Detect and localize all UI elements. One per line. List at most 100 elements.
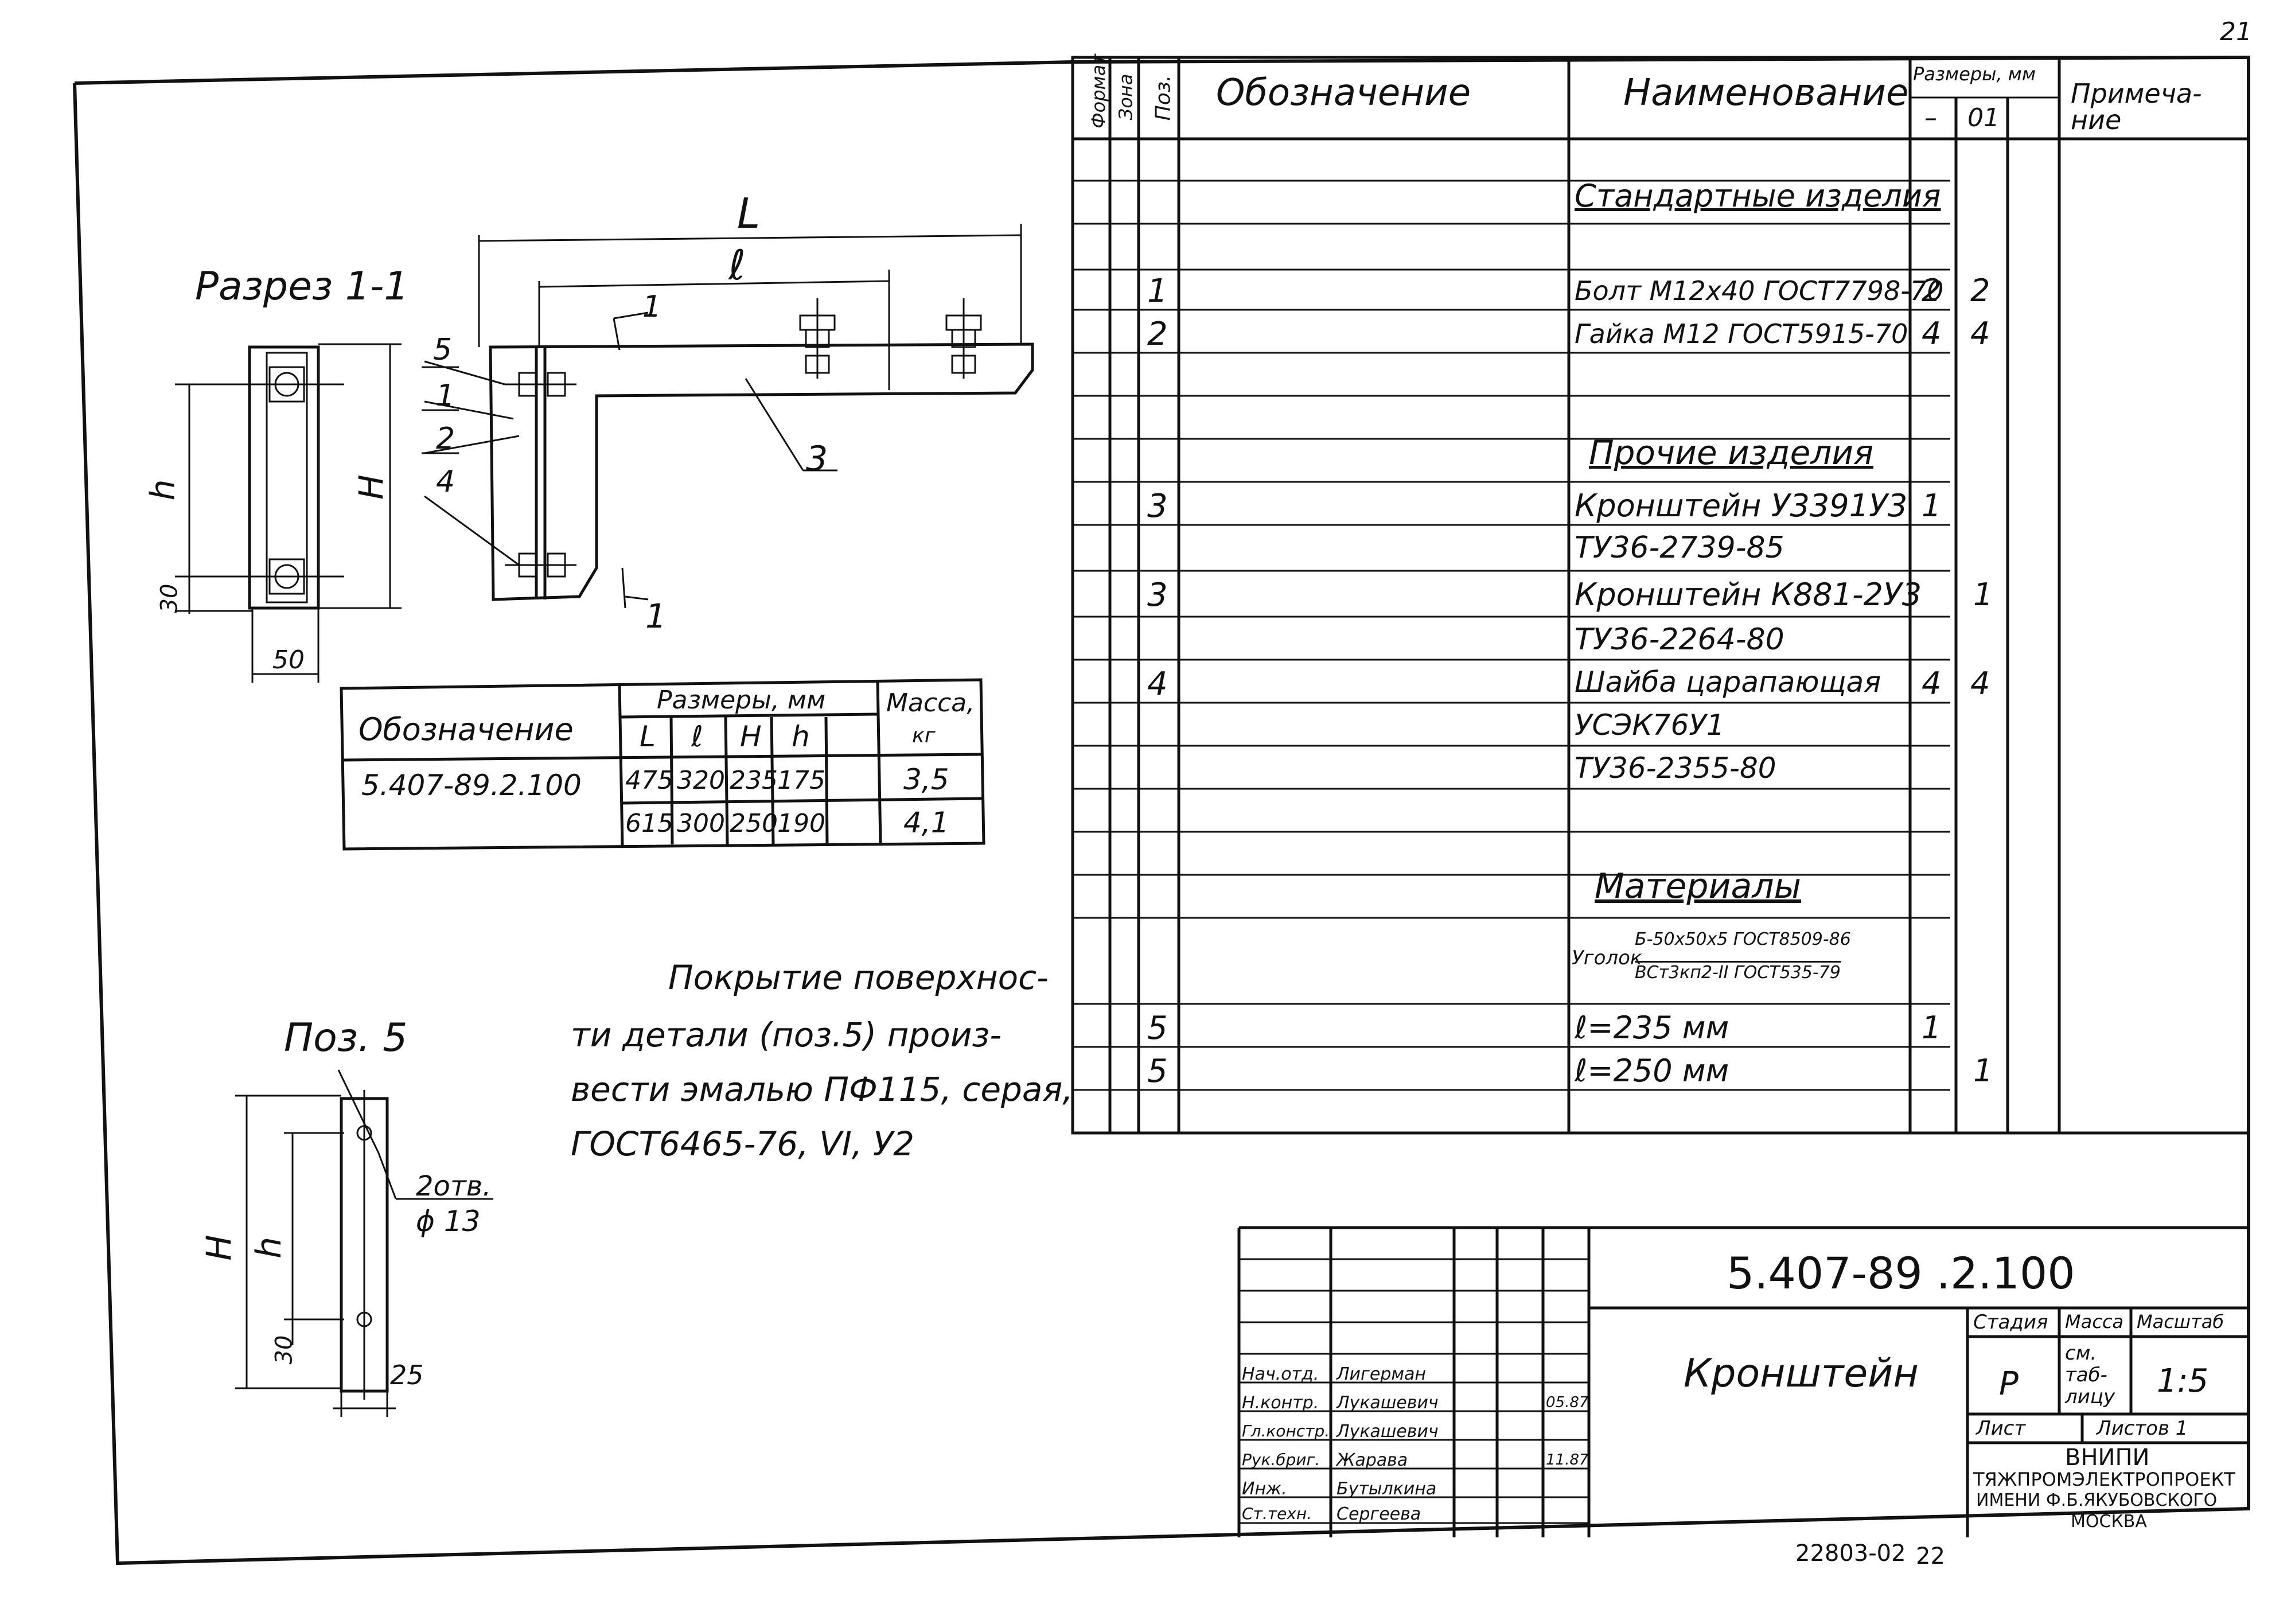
dim-30-section: 30 <box>156 583 183 613</box>
staff-name: Сергеева <box>1337 1504 1421 1524</box>
spec-row-qty-b: 4 <box>1970 665 1990 702</box>
dim-h-section: h <box>143 479 182 501</box>
spec-head-dash: – <box>1924 103 1937 133</box>
spec-head-note: Примеча-ние <box>2071 78 2202 135</box>
spec-row-pos: 1 <box>1147 272 1168 310</box>
tb-sheets-label: Листов 1 <box>2097 1417 2188 1440</box>
staff-role: Ст.техн. <box>1242 1504 1312 1523</box>
note-line-1: Покрытие поверхнос- <box>668 958 1049 997</box>
pos5-label: Поз. 5 <box>284 1015 408 1061</box>
tb-stage-label: Стадия <box>1973 1311 2048 1334</box>
drawing-code: 5.407-89 .2.100 <box>1727 1248 2075 1299</box>
spec-row-qty-b: 1 <box>1973 577 1993 613</box>
tb-org-3: ИМЕНИ Ф.Б.ЯКУБОВСКОГО <box>1976 1490 2218 1510</box>
size-col-h: h <box>792 720 810 753</box>
callout-3: 3 <box>806 439 828 479</box>
dim-L: L <box>737 189 761 237</box>
size-row2-h: 190 <box>777 809 825 838</box>
staff-date: 11.87 <box>1546 1451 1589 1469</box>
spec-material-prefix: Уголок <box>1572 947 1642 969</box>
staff-name: Лукашевич <box>1337 1393 1439 1413</box>
spec-row-qty-a: 1 <box>1922 488 1942 524</box>
drawing-title: Кронштейн <box>1684 1351 1919 1396</box>
dim-H-pos5: H <box>199 1234 240 1261</box>
dim-l: ℓ <box>728 241 746 289</box>
spec-row-name: Шайба царапающая <box>1575 665 1881 699</box>
spec-row-name: Болт М12х40 ГОСТ7798-70 <box>1575 275 1944 306</box>
spec-material-top: Б-50х50х5 ГОСТ8509-86 <box>1635 929 1851 949</box>
spec-row-name: ТУ36-2355-80 <box>1575 751 1776 785</box>
spec-heading-standard: Стандартные изделия <box>1575 178 1941 214</box>
spec-row-pos: 5 <box>1147 1010 1168 1047</box>
spec-row-pos: 4 <box>1147 665 1168 703</box>
spec-row-qty-a: 4 <box>1922 665 1942 702</box>
size-table-head-mass: Масса, <box>886 688 975 718</box>
dim-50-section: 50 <box>272 645 305 675</box>
size-table-head-mass-unit: кг <box>912 724 936 747</box>
spec-row-name: ТУ36-2739-85 <box>1575 531 1784 565</box>
tb-scale-label: Масштаб <box>2137 1311 2224 1333</box>
spec-row-name: Гайка М12 ГОСТ5915-70 <box>1575 318 1908 349</box>
callout-4: 4 <box>436 465 455 499</box>
hole-diameter: ϕ 13 <box>416 1205 481 1238</box>
spec-row-name: ℓ=250 мм <box>1575 1053 1729 1089</box>
spec-heading-other: Прочие изделия <box>1589 433 1873 472</box>
section-label: Разрез 1-1 <box>195 264 409 309</box>
holes-note: 2отв. <box>416 1170 492 1202</box>
size-col-H: H <box>740 720 762 753</box>
note-line-2: ти детали (поз.5) произ- <box>571 1015 1002 1054</box>
dim-30-pos5: 30 <box>271 1335 298 1365</box>
tb-scale: 1:5 <box>2157 1362 2209 1400</box>
spec-row-name: ТУ36-2264-80 <box>1575 622 1784 657</box>
size-table-head-designation: Обозначение <box>359 711 574 747</box>
spec-head-pos: Поз. <box>1151 75 1175 121</box>
size-row1-h: 175 <box>777 766 825 795</box>
page-number: 21 <box>2220 17 2252 46</box>
footer-code: 22803-02 <box>1795 1540 1906 1567</box>
staff-date: 05.87 <box>1546 1394 1589 1411</box>
cut-mark-bottom: 1 <box>645 597 667 636</box>
size-table-head-sizes: Размеры, мм <box>657 686 826 715</box>
callout-5: 5 <box>433 333 453 367</box>
dim-25-pos5: 25 <box>390 1360 424 1391</box>
spec-row-pos: 2 <box>1147 316 1168 353</box>
size-col-l: ℓ <box>691 720 703 753</box>
spec-material-bottom: ВСт3кп2-II ГОСТ535-79 <box>1635 961 1841 983</box>
staff-role: Гл.констр. <box>1242 1422 1330 1440</box>
footer-num: 22 <box>1916 1543 1945 1570</box>
spec-row-qty-b: 1 <box>1973 1053 1993 1089</box>
staff-name: Бутылкина <box>1337 1479 1437 1499</box>
spec-row-name: УСЭК76У1 <box>1575 708 1725 742</box>
spec-row-name: Кронштейн У3391У3 <box>1575 488 1908 524</box>
spec-head-format: Формат <box>1087 54 1109 128</box>
spec-head-zone: Зона <box>1115 73 1137 120</box>
staff-role: Инж. <box>1242 1479 1287 1499</box>
spec-row-qty-b: 4 <box>1970 316 1990 352</box>
size-row2-mass: 4,1 <box>903 806 949 839</box>
spec-head-designation: Обозначение <box>1216 72 1471 114</box>
size-row1-H: 235 <box>730 766 778 795</box>
note-line-3: вести эмалью ПФ115, серая, <box>571 1070 1073 1109</box>
callout-1: 1 <box>436 379 455 413</box>
size-col-L: L <box>640 720 656 753</box>
size-row1-l: 320 <box>677 766 725 795</box>
size-row1-L: 475 <box>625 766 673 795</box>
dim-H-section: H <box>351 474 391 500</box>
spec-row-pos: 5 <box>1147 1053 1168 1090</box>
spec-heading-materials: Материалы <box>1595 866 1801 906</box>
staff-role: Рук.бриг. <box>1242 1450 1320 1469</box>
spec-head-sizes: Размеры, мм <box>1913 63 2036 85</box>
spec-row-qty-a: 2 <box>1922 272 1942 309</box>
spec-row-pos: 3 <box>1147 488 1168 525</box>
size-row1-mass: 3,5 <box>903 763 949 796</box>
staff-name: Лукашевич <box>1337 1422 1439 1442</box>
tb-org-1: ВНИПИ <box>2065 1444 2150 1471</box>
tb-mass-label: Масса <box>2065 1311 2124 1333</box>
staff-role: Н.контр. <box>1242 1393 1319 1413</box>
spec-table-frame <box>1071 56 2250 1135</box>
tb-stage: Р <box>1999 1365 2019 1403</box>
spec-head-01: 01 <box>1967 103 2000 133</box>
dim-h-pos5: h <box>249 1236 290 1259</box>
staff-name: Лигерман <box>1337 1364 1426 1384</box>
